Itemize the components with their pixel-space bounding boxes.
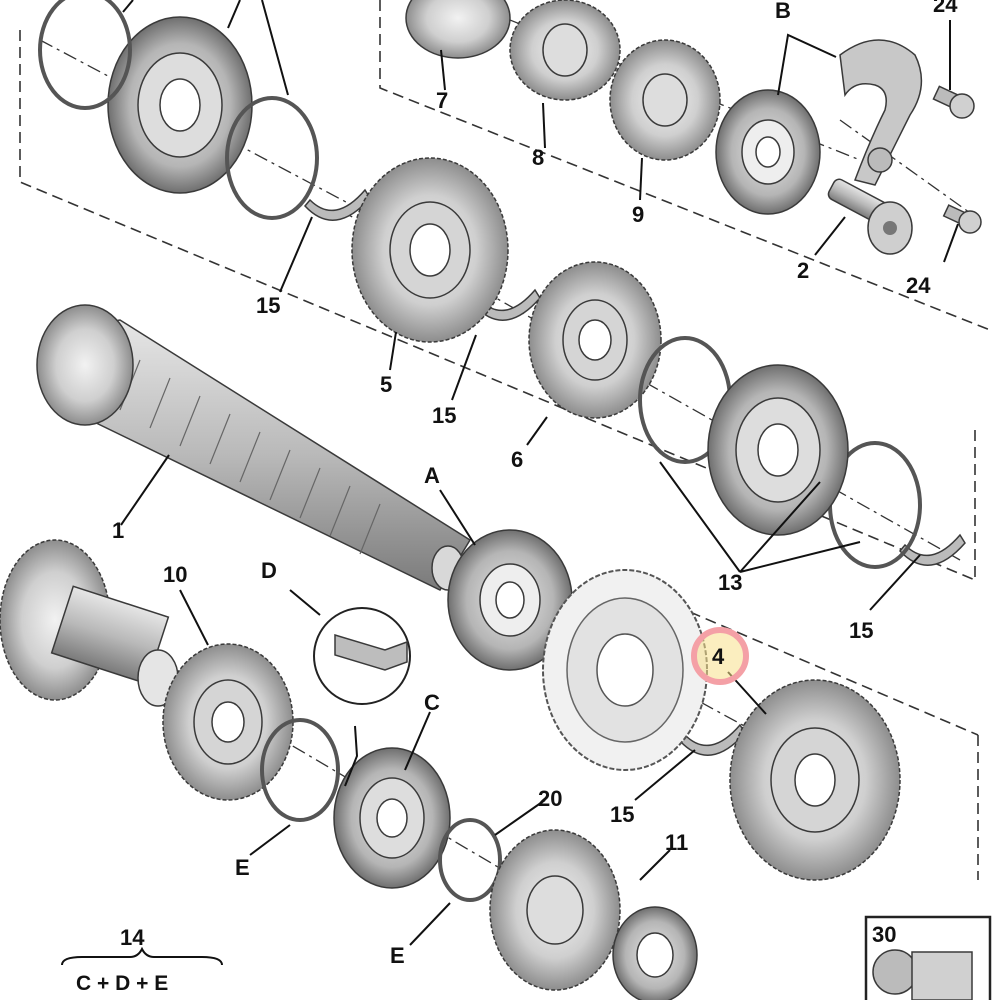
- gear-10: [162, 643, 294, 801]
- gear-large-right: [729, 679, 901, 881]
- callout-15-c: 15: [849, 618, 873, 643]
- kit-brace: [61, 946, 223, 966]
- callout-10: 10: [163, 562, 187, 587]
- callout-13: 13: [718, 570, 742, 595]
- gear-7: [405, 0, 511, 59]
- callout-1: 1: [112, 518, 124, 543]
- bearing-b: [715, 89, 821, 215]
- gear-6: [528, 261, 662, 419]
- callout-15-b: 15: [432, 403, 456, 428]
- gear-9: [609, 39, 721, 161]
- lower-assembly-frame: [689, 611, 979, 880]
- callout-e-bottom: E: [390, 943, 405, 968]
- callout-d: D: [261, 558, 277, 583]
- main-shaft: [36, 304, 472, 591]
- bearing-lower: [612, 906, 698, 1000]
- leader-lines: [120, 0, 959, 946]
- synchro-hub-upper-left: [107, 16, 253, 194]
- callout-9: 9: [632, 202, 644, 227]
- callout-labels: 7 8 9 B 24 2 24 15 5 15 6 1 A 10 D 13 15…: [61, 0, 958, 995]
- gear-cluster-left: [0, 539, 179, 707]
- screws-24: [932, 85, 982, 234]
- half-ring-washers: [303, 188, 966, 756]
- callout-6: 6: [511, 447, 523, 472]
- callout-14: 14: [120, 925, 145, 950]
- retaining-bracket: [839, 39, 923, 186]
- callout-4[interactable]: 4: [712, 644, 725, 669]
- callout-20: 20: [538, 786, 562, 811]
- synchro-rings-e: [260, 718, 502, 902]
- callout-c: C: [424, 690, 440, 715]
- callout-b: B: [775, 0, 791, 23]
- gear-11: [489, 829, 621, 991]
- callout-e-left: E: [235, 855, 250, 880]
- callout-30: 30: [872, 922, 896, 947]
- callout-8: 8: [532, 145, 544, 170]
- callout-11: 11: [665, 830, 688, 855]
- gear-8: [509, 0, 621, 101]
- callout-2: 2: [797, 258, 809, 283]
- bolt-2: [827, 178, 913, 255]
- callout-7: 7: [436, 88, 448, 113]
- kit-formula: C + D + E: [76, 972, 168, 995]
- gear-4: [542, 569, 708, 771]
- callout-15-a: 15: [256, 293, 280, 318]
- inset-box-30: [864, 915, 992, 1000]
- synchro-ring-upper-left: [38, 0, 319, 220]
- callout-5: 5: [380, 372, 392, 397]
- synchro-hub-13: [707, 364, 849, 536]
- gear-5: [351, 157, 509, 343]
- synchro-hub-c: [333, 747, 451, 889]
- highlight-marker[interactable]: [691, 627, 749, 685]
- callout-a: A: [424, 463, 440, 488]
- callout-24-top: 24: [933, 0, 958, 17]
- callout-15-d: 15: [610, 802, 634, 827]
- callout-24-bottom: 24: [906, 273, 931, 298]
- key-detail-d: [313, 607, 411, 705]
- bearing-a: [447, 529, 573, 671]
